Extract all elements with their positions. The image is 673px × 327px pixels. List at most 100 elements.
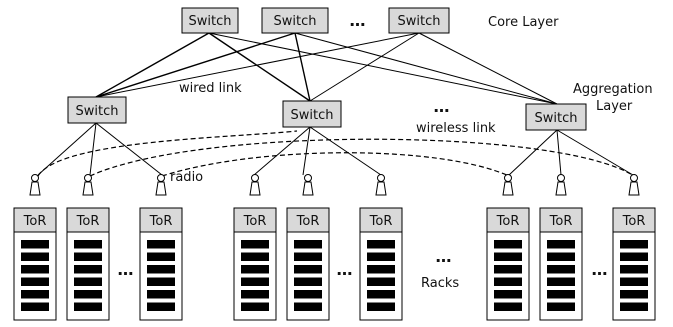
rack-ellipsis: … (592, 260, 609, 279)
agg-link (37, 122, 97, 176)
aggregation-layer-label-line2: Layer (596, 99, 633, 114)
server-unit (241, 290, 269, 299)
server-unit (74, 265, 102, 274)
tor-switch: ToR (233, 207, 277, 233)
server-unit (294, 302, 322, 311)
rack: ToR (612, 174, 656, 321)
radio-label: radio (170, 170, 203, 185)
core-switch-label: Switch (189, 14, 232, 29)
server-unit (547, 240, 575, 249)
radio-antenna-icon (502, 174, 514, 196)
rack: ToR (13, 174, 57, 321)
tor-label: ToR (496, 214, 520, 229)
radio-antenna-icon (375, 174, 387, 196)
aggregation-switch: Switch (67, 96, 127, 124)
aggregation-switch: Switch (525, 103, 587, 131)
core-switch: Switch (388, 7, 450, 34)
tor-switch: ToR (486, 207, 530, 233)
aggregation-switch-label: Switch (76, 104, 119, 119)
server-unit (241, 265, 269, 274)
wireless-link (37, 130, 298, 177)
server-unit (367, 265, 395, 274)
wired-link (95, 32, 296, 98)
server-unit (294, 290, 322, 299)
server-unit (21, 290, 49, 299)
server-unit (494, 277, 522, 286)
radio-antenna-icon (555, 174, 567, 196)
server-unit (620, 240, 648, 249)
server-unit (547, 252, 575, 261)
tor-switch: ToR (359, 207, 403, 233)
wired-link (418, 32, 558, 105)
agg-link (508, 129, 558, 176)
wireless-link-label: wireless link (416, 121, 496, 136)
server-unit (494, 302, 522, 311)
server-unit (241, 252, 269, 261)
tor-label: ToR (296, 214, 320, 229)
rack: ToR (286, 174, 330, 321)
agg-link (556, 129, 634, 176)
server-unit (147, 277, 175, 286)
radio-antenna-icon (155, 174, 167, 196)
server-unit (620, 277, 648, 286)
server-unit (21, 252, 49, 261)
aggregation-switch-label: Switch (535, 111, 578, 126)
server-unit (547, 302, 575, 311)
aggregation-ellipsis: … (434, 97, 451, 116)
rack-ellipsis: … (337, 260, 354, 279)
server-unit (74, 240, 102, 249)
agg-link (253, 126, 311, 176)
server-unit (241, 302, 269, 311)
server-unit (21, 302, 49, 311)
aggregation-switch: Switch (282, 100, 342, 128)
tor-label: ToR (149, 214, 173, 229)
server-unit (147, 252, 175, 261)
tor-label: ToR (243, 214, 267, 229)
server-unit (620, 290, 648, 299)
radio-antenna-icon (628, 174, 640, 196)
server-unit (147, 240, 175, 249)
server-unit (74, 290, 102, 299)
tor-label: ToR (23, 214, 47, 229)
tor-label: ToR (549, 214, 573, 229)
rack: ToR (66, 174, 110, 321)
tor-switch: ToR (66, 207, 110, 233)
rack-ellipsis: … (118, 260, 135, 279)
server-unit (147, 302, 175, 311)
server-unit (547, 290, 575, 299)
agg-link (302, 126, 311, 176)
aggregation-switch-label: Switch (291, 108, 334, 123)
server-unit (367, 252, 395, 261)
wired-link (309, 32, 420, 102)
wired-link (294, 32, 558, 105)
server-unit (494, 240, 522, 249)
server-unit (241, 240, 269, 249)
server-unit (294, 277, 322, 286)
wireless-link (89, 138, 635, 177)
tor-switch: ToR (612, 207, 656, 233)
aggregation-layer-label-line1: Aggregation (573, 82, 653, 97)
radio-antenna-icon (29, 174, 41, 196)
core-switch: Switch (261, 7, 329, 34)
wired-link (294, 32, 311, 102)
server-unit (294, 252, 322, 261)
wired-link (208, 32, 558, 105)
wired-link (95, 32, 420, 98)
tor-switch: ToR (13, 207, 57, 233)
server-unit (294, 240, 322, 249)
server-unit (620, 265, 648, 274)
tor-switch: ToR (139, 207, 183, 233)
server-unit (74, 277, 102, 286)
server-unit (367, 240, 395, 249)
wireless-link (161, 152, 510, 177)
server-unit (620, 302, 648, 311)
server-unit (294, 265, 322, 274)
server-unit (21, 277, 49, 286)
server-unit (21, 265, 49, 274)
server-unit (241, 277, 269, 286)
tor-label: ToR (622, 214, 646, 229)
radio-antenna-icon (82, 174, 94, 196)
radio-antenna-icon (249, 174, 261, 196)
radio-antenna-icon (302, 174, 314, 196)
